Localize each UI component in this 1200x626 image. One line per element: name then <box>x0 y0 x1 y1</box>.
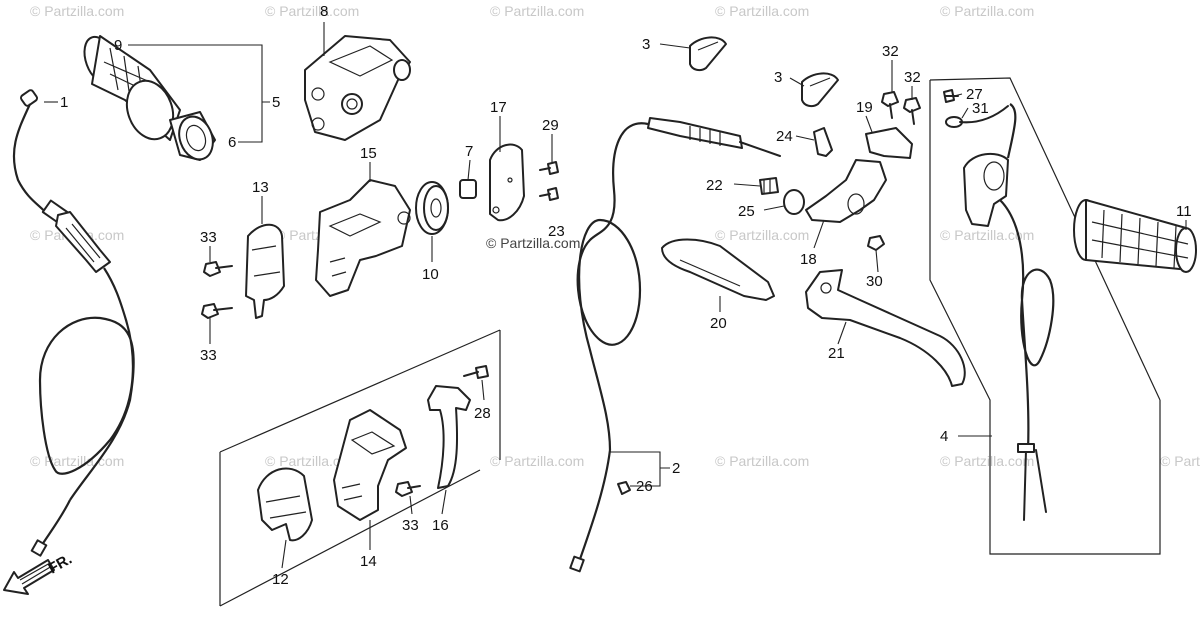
callout-3b: 3 <box>774 69 782 86</box>
callout-32b: 32 <box>904 69 921 86</box>
callout-15: 15 <box>360 145 377 162</box>
ring-terminal-31 <box>945 105 1009 128</box>
screw-28 <box>463 365 489 379</box>
engine-stop-switch <box>963 103 1055 521</box>
callout-3: 3 <box>642 36 650 53</box>
leader-lines <box>44 22 1187 569</box>
cable-clip-lower <box>801 72 839 108</box>
lever-holder-18 <box>805 159 887 223</box>
watermark: © Partzilla.com <box>30 3 124 19</box>
clutch-lever-21 <box>805 269 966 387</box>
locknut-25 <box>783 189 805 215</box>
watermark: © Partzilla.com <box>940 3 1034 19</box>
cable-clip-upper <box>689 36 727 72</box>
bolt-32-right <box>903 97 921 125</box>
watermark-center: © Partzilla.com <box>486 235 580 251</box>
callout-14: 14 <box>360 553 377 570</box>
callout-16: 16 <box>432 517 449 534</box>
callout-26: 26 <box>636 478 653 495</box>
callout-1: 1 <box>60 94 68 111</box>
clamp-12 <box>257 467 313 542</box>
throttle-pulley <box>415 181 449 235</box>
callout-30: 30 <box>866 273 883 290</box>
cover-17 <box>489 143 525 222</box>
callout-10: 10 <box>422 266 439 283</box>
callout-33c: 33 <box>402 517 419 534</box>
screw-29 <box>539 161 559 175</box>
nut-26 <box>617 481 631 495</box>
adjuster-24 <box>813 127 833 157</box>
callout-17: 17 <box>490 99 507 116</box>
watermark: © Partzilla.com <box>265 453 359 469</box>
callout-31: 31 <box>972 100 989 117</box>
throttle-grip <box>83 35 216 161</box>
callout-32: 32 <box>882 43 899 60</box>
watermark: © Partzilla.com <box>940 227 1034 243</box>
callout-4: 4 <box>940 428 948 445</box>
switch-group-box <box>929 77 1161 555</box>
callout-13: 13 <box>252 179 269 196</box>
alt-group-box <box>219 329 501 607</box>
callout-21: 21 <box>828 345 845 362</box>
callout-2: 2 <box>672 460 680 477</box>
throttle-housing-upper <box>304 35 411 141</box>
callout-23: 23 <box>548 223 565 240</box>
callout-22: 22 <box>706 177 723 194</box>
callout-29: 29 <box>542 117 559 134</box>
holder-clamp-19 <box>865 127 913 159</box>
watermark: © Partzilla.com <box>715 3 809 19</box>
screw-27 <box>943 89 959 103</box>
housing-14 <box>333 409 407 521</box>
screw-23 <box>539 187 559 201</box>
adjuster-22 <box>759 177 779 195</box>
callout-5: 5 <box>272 94 280 111</box>
callout-25: 25 <box>738 203 755 220</box>
watermark: © Partzilla.com <box>1160 453 1200 469</box>
clamp-13 <box>245 223 285 319</box>
throttle-cable <box>12 89 135 557</box>
callout-9: 9 <box>114 37 122 54</box>
callout-19: 19 <box>856 99 873 116</box>
cover-16 <box>427 385 471 489</box>
callout-6: 6 <box>228 134 236 151</box>
callout-8: 8 <box>320 3 328 20</box>
watermark: © Partzilla.com <box>490 453 584 469</box>
callout-12: 12 <box>272 571 289 588</box>
callout-numbers: 1 2 3 3 4 5 6 7 8 9 10 11 12 13 14 15 16… <box>60 3 1192 588</box>
callout-33b: 33 <box>200 347 217 364</box>
nut-30 <box>867 235 885 251</box>
watermark: © Partzilla.com <box>715 227 809 243</box>
callout-11: 11 <box>1176 203 1192 220</box>
callout-27: 27 <box>966 86 983 103</box>
bolt-33-lower <box>201 303 233 319</box>
throttle-housing-lower <box>315 179 411 297</box>
watermark: © Partzilla.com <box>715 453 809 469</box>
bolt-33-bottom <box>395 481 421 497</box>
bolt-33-upper <box>203 261 233 277</box>
callout-18: 18 <box>800 251 817 268</box>
callout-24: 24 <box>776 128 793 145</box>
watermark: © Partzilla.com <box>940 453 1034 469</box>
front-direction-indicator: FR. <box>3 551 75 595</box>
watermark: © Partzilla.com <box>30 453 124 469</box>
watermark: © Partzilla.com <box>265 3 359 19</box>
callout-28: 28 <box>474 405 491 422</box>
collar-7 <box>459 179 477 199</box>
callout-20: 20 <box>710 315 727 332</box>
lever-cover-20 <box>661 238 775 301</box>
callout-7: 7 <box>465 143 473 160</box>
clutch-cable <box>569 117 781 573</box>
callout-33a: 33 <box>200 229 217 246</box>
bolt-32-left <box>881 91 899 119</box>
watermark: © Partzilla.com <box>490 3 584 19</box>
